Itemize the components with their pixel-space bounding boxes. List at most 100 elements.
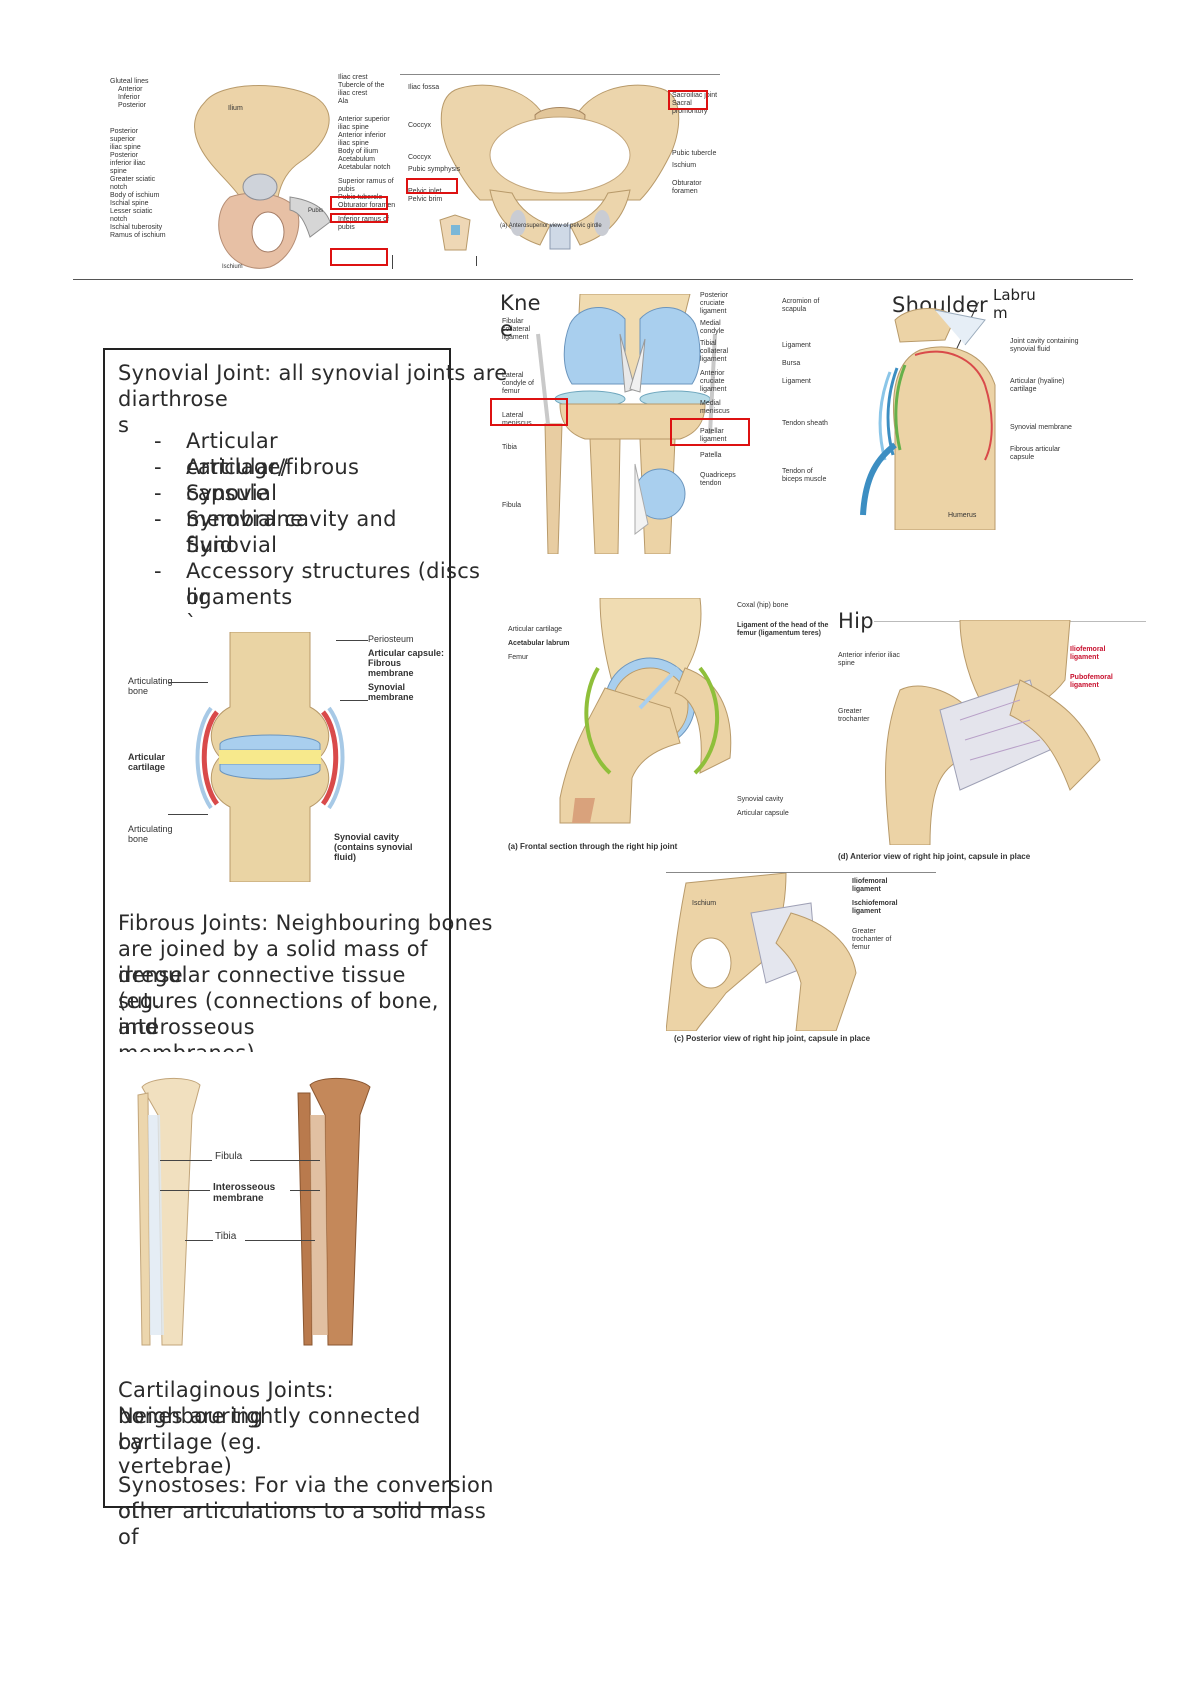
cartilaginous-line-3b: cartilage (eg.: [118, 1430, 263, 1454]
pelvis-label: Gluteal lines: [110, 78, 149, 85]
hip-frontal-label: Ligament of the head of the femur (ligam…: [737, 622, 829, 637]
shoulder-label: Tendon of biceps muscle: [782, 468, 827, 483]
shoulder-label: Bursa: [782, 360, 801, 367]
diagram-label: Periosteum: [368, 634, 414, 644]
synovial-heading-3: s: [118, 413, 130, 437]
pelvis-label: Inferior: [118, 94, 140, 101]
list-item: cartilage/: [186, 455, 289, 479]
pelvis-label: Ramus of ischium: [110, 232, 166, 239]
bullet-dash: -: [154, 559, 162, 583]
shoulder-label: Ligament: [782, 378, 811, 385]
shoulder-label: Articular (hyaline) cartilage: [1010, 378, 1065, 393]
pelvis-label: Ala: [338, 98, 349, 105]
knee-label: Tibia: [502, 444, 517, 451]
pelvis-label: Iliac fossa: [408, 84, 440, 91]
diagram-label: Synovial membrane: [368, 682, 414, 702]
synostoses-line-1: Synostoses: For via the conversion: [118, 1473, 494, 1497]
knee-label: Medial condyle: [700, 320, 725, 335]
pelvis-label: Posterior inferior iliac spine: [110, 152, 146, 175]
hip-title: Hip: [838, 609, 874, 633]
shoulder-label: Fibrous articular capsule: [1010, 446, 1061, 461]
leader-line: [168, 814, 208, 815]
list-item: membrane: [186, 507, 304, 531]
highlight-box: [406, 178, 458, 194]
hip-frontal-illustration: [559, 597, 732, 824]
shoulder-label: Ligament: [782, 342, 811, 349]
list-item: `: [186, 611, 197, 624]
fibrous-line: and: [118, 1015, 159, 1039]
pelvis-label: Ischial spine: [110, 200, 149, 207]
pelvis-anterior-illustration: [439, 84, 680, 251]
leg-label: Interosseous membrane: [213, 1182, 276, 1204]
pelvis-label: Lesser sciatic notch: [110, 208, 153, 223]
fibrous-line: membranes): [118, 1040, 518, 1052]
hip-frontal-caption: (a) Frontal section through the right hi…: [508, 842, 678, 851]
fibrous-line: sutures (connections of bone,: [118, 989, 439, 1013]
hip-anterior-caption: (d) Anterior view of right hip joint, ca…: [838, 852, 1031, 861]
list-item: Accessory structures (discs: [186, 559, 481, 583]
pelvis-label: Sacral promontory: [672, 100, 708, 115]
pelvis-label: Pubic symphysis: [408, 166, 461, 173]
hip-frontal-label: Articular cartilage: [508, 626, 563, 633]
shoulder-label: Acromion of scapula: [782, 298, 820, 313]
hip-frontal-label: Acetabular labrum: [508, 640, 570, 647]
shoulder-figure: [835, 300, 1080, 531]
cartilaginous-line-4: vertebrae): [118, 1454, 233, 1478]
leader-line: [245, 1240, 315, 1241]
pelvis-lateral-left-labels: Gluteal lines Anterior Inferior Posterio…: [110, 78, 170, 240]
hip-posterior-label: Ischium: [692, 900, 717, 907]
pelvis-label: Iliac crest: [338, 74, 368, 81]
knee-label: Fibular collateral ligament: [502, 318, 531, 341]
synovial-diagram-left-labels: Articulating bone Articular cartilage Ar…: [128, 676, 188, 844]
hip-frontal-label: Synovial cavity: [737, 796, 784, 803]
highlight-box: [670, 418, 750, 446]
pelvis-anterior-right-labels: Sacroiliac joint Sacral promontory Pubic…: [672, 92, 722, 196]
cartilaginous-line-3a: by: [118, 1430, 145, 1454]
fibrous-line: (eg.: [118, 989, 161, 1013]
hip-posterior-caption: (c) Posterior view of right hip joint, c…: [674, 1034, 871, 1043]
highlight-box: [668, 90, 708, 110]
pelvis-label: Posterior superior iliac spine: [110, 128, 141, 151]
knee-left-labels: Fibular collateral ligament Lateral cond…: [502, 318, 542, 510]
pelvis-label: Posterior: [118, 102, 147, 109]
shoulder-label: Synovial membrane: [1010, 424, 1072, 431]
synovial-diagram-right-labels: Periosteum Articular capsule: Fibrous me…: [368, 634, 448, 702]
diagram-label: Articular cartilage: [128, 752, 166, 772]
knee-label: Lateral meniscus: [502, 412, 532, 427]
pelvis-label: Coccyx: [408, 122, 431, 129]
hip-frontal-figure: [500, 597, 830, 848]
list-item: or: [186, 585, 209, 609]
list-item: Synovial: [186, 533, 278, 557]
pelvis-label: Obturator foramen: [672, 180, 702, 195]
hip-anterior-label: Greater trochanter: [838, 708, 870, 723]
diagram-label: Fibrous membrane: [368, 658, 414, 678]
synostoses-line-2b: other articulations to a solid mass: [118, 1499, 487, 1523]
leg-label: Fibula: [215, 1151, 243, 1162]
hip-anterior-label: Iliofemoral ligament: [1070, 646, 1106, 661]
hip-anterior-label: Anterior inferior iliac spine: [838, 652, 900, 667]
pelvis-label: Obturator foramen: [338, 202, 396, 209]
shoulder-left-labels: Acromion of scapula Ligament Bursa Ligam…: [782, 298, 834, 484]
pelvis-label: Anterior inferior iliac spine: [338, 132, 386, 147]
pelvis-label: Anterior: [118, 86, 143, 93]
hip-anterior-label: Pubofemoral ligament: [1070, 674, 1113, 689]
list-item: fluid: [186, 533, 234, 557]
bullet-dash: -: [154, 429, 162, 453]
knee-illustration: [536, 293, 717, 555]
hip-frontal-label: Coxal (hip) bone: [737, 602, 789, 609]
leader-line: [336, 640, 368, 641]
hip-anterior-figure: [870, 619, 1110, 846]
pelvis-lateral-figure: Ilium Pubis Ischium: [110, 72, 395, 272]
pelvis-anterior-caption: (a) Anterosuperior view of pelvic girdle: [500, 223, 602, 229]
pelvis-label: Acetabular notch: [338, 164, 391, 171]
divider-tick: [476, 256, 477, 266]
list-item: Synovial cavity and: [186, 507, 397, 531]
shoulder-right-labels: Joint cavity containing synovial fluid A…: [1010, 338, 1080, 462]
fibrous-line: dense: [118, 963, 183, 987]
list-item: Synovial: [186, 481, 278, 505]
section-divider: [73, 279, 1133, 280]
pelvis-label: Ischial tuberosity: [110, 224, 163, 231]
knee-label: Patella: [700, 452, 722, 459]
pelvis-anterior-figure: [400, 74, 720, 275]
fibrous-line: Fibrous Joints: Neighbouring bones: [118, 911, 493, 935]
